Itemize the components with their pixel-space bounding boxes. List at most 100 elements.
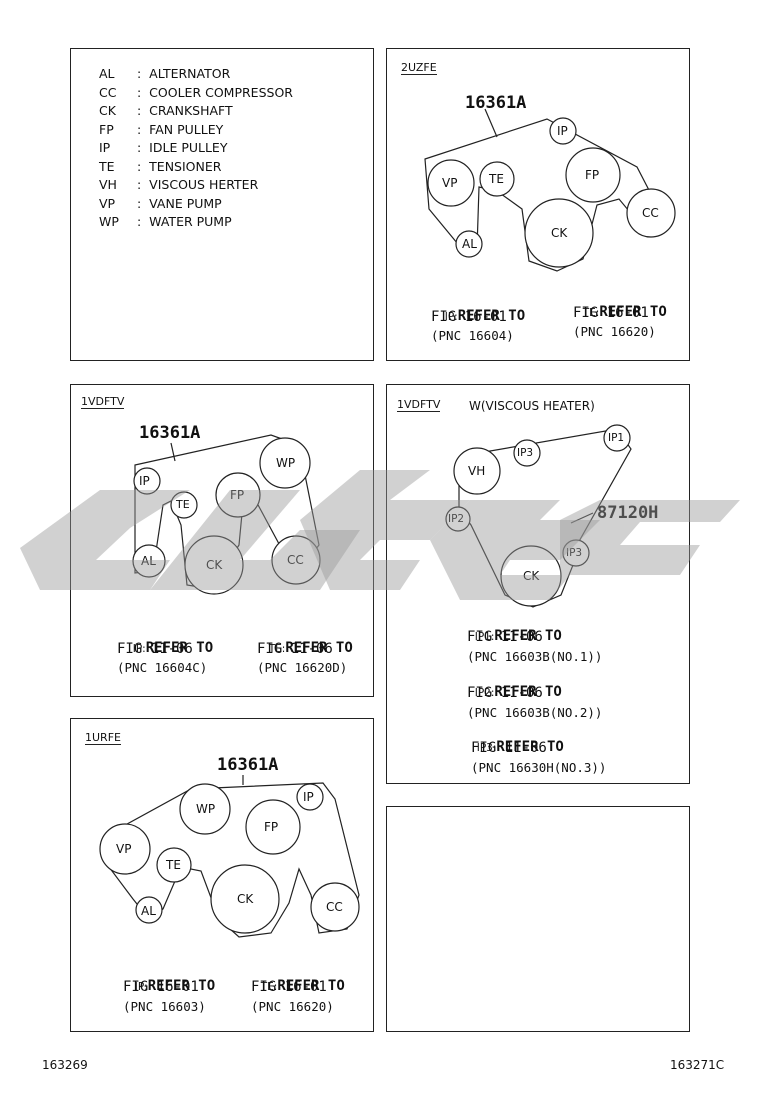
pulley-label: CC <box>326 900 343 914</box>
panel-1vdftv-b: 1VDFTV W(VISCOUS HEATER) VH IP3 IP1 IP2 … <box>386 384 690 784</box>
pulley-vp <box>99 823 151 875</box>
panel-subtitle: W(VISCOUS HEATER) <box>469 399 595 413</box>
pulley-ip <box>296 783 324 811</box>
reference-pnc: (PNC 16603B(NO.2)) <box>467 705 603 720</box>
pulley-label: IP <box>557 124 568 138</box>
engine-tag: 1VDFTV <box>81 395 125 409</box>
reference-pnc: (PNC 16604) <box>431 328 514 343</box>
panel-1vdftv-a: 1VDFTV IP TE AL CK FP WP CC 16361A IP:RE… <box>70 384 374 697</box>
pulley-ck <box>184 535 244 595</box>
pulley-label: FP <box>264 820 279 834</box>
pulley-label: WP <box>196 802 216 816</box>
pulley-label: FP <box>230 488 245 502</box>
pulley-wp <box>179 783 231 835</box>
reference-note: IP1:REFER TO <box>474 628 562 644</box>
reference-pnc: (PNC 16603B(NO.1)) <box>467 649 603 664</box>
reference-pnc: (PNC 16620) <box>251 999 334 1014</box>
pulley-ck <box>500 545 562 607</box>
pulley-label: IP <box>303 790 314 804</box>
pulley-cc <box>271 535 321 585</box>
legend-item: IP: IDLE PULLEY <box>99 140 228 155</box>
engine-tag: 1VDFTV <box>397 398 441 412</box>
pulley-ip3b <box>562 539 590 567</box>
belt-diagram-viscous <box>445 424 632 608</box>
reference-pnc: (PNC 16620D) <box>257 660 348 675</box>
reference-note: TE:REFER TO <box>260 978 345 994</box>
belt-path <box>134 434 320 590</box>
legend-item: CK: CRANKSHAFT <box>99 103 233 118</box>
pulley-label: IP <box>139 474 150 488</box>
pulley-label: AL <box>462 237 477 251</box>
pulley-label: AL <box>141 904 156 918</box>
pulley-al <box>135 896 163 924</box>
reference-note: IP:REFER TO <box>444 308 526 324</box>
pulley-label: CC <box>642 206 659 220</box>
panel-2uzfe: 2UZFE IP VP TE FP CC AL CK 16361A IP:REF… <box>386 48 690 361</box>
legend-item: VP: VANE PUMP <box>99 195 222 211</box>
pulley-cc <box>626 188 676 238</box>
pulley-te <box>479 161 515 197</box>
pulley-label: TE <box>176 498 190 511</box>
legend-item: FP: FAN PULLEY <box>99 121 224 137</box>
pulley-ip <box>133 467 161 495</box>
pulley-label: AL <box>141 554 156 568</box>
belt-diagram-2uzfe <box>424 108 676 272</box>
pulley-te <box>170 491 198 519</box>
leader-line <box>484 108 498 138</box>
pulley-wp <box>259 437 311 489</box>
reference-pnc: (PNC 16620) <box>573 324 656 339</box>
part-number: 16361A <box>465 93 527 113</box>
reference-fig: FIG 11-06 <box>117 641 193 657</box>
pulley-ip <box>549 117 577 145</box>
pulley-ip2 <box>445 506 471 532</box>
legend-item: WP: WATER PUMP <box>99 214 232 229</box>
reference-pnc: (PNC 16604C) <box>117 660 208 675</box>
pulley-label: IP1 <box>608 432 625 444</box>
reference-note: IP3:REFER TO <box>476 739 564 755</box>
reference-fig: FIG 16-01 <box>573 305 649 321</box>
pulley-label: TE <box>489 172 504 186</box>
legend-item: VH: VISCOUS HERTER <box>99 177 259 192</box>
engine-tag: 1URFE <box>85 731 121 745</box>
part-number: 16361A <box>217 755 279 775</box>
reference-fig: FIG 16-01 <box>251 979 327 995</box>
pulley-al <box>455 230 483 258</box>
reference-fig: FIG 11-06 <box>467 629 543 645</box>
pulley-fp <box>245 799 301 855</box>
pulley-vp <box>427 159 475 207</box>
pulley-fp <box>565 147 621 203</box>
pulley-al <box>132 544 166 578</box>
reference-pnc: (PNC 16603) <box>123 999 206 1014</box>
footer-code-right: 163271C <box>670 1058 725 1072</box>
reference-note: TE:REFER TO <box>582 304 667 320</box>
reference-fig: FIG 11-06 <box>257 641 333 657</box>
pulley-ip1 <box>603 424 631 452</box>
part-number: 16361A <box>139 423 201 443</box>
pulley-label: CC <box>287 553 304 567</box>
pulley-label: VH <box>468 464 486 478</box>
legend-item: TE: TENSIONER <box>99 158 222 174</box>
pulley-ck <box>524 198 594 268</box>
reference-fig: FIG 11-06 <box>467 685 543 701</box>
pulley-cc <box>310 882 360 932</box>
panel-empty <box>386 806 690 1032</box>
pulley-label: CK <box>206 558 223 572</box>
pulley-te <box>156 847 192 883</box>
pulley-label: IP2 <box>448 513 465 525</box>
pulley-label: CK <box>551 226 568 240</box>
belt-diagram-1urfe <box>99 775 360 938</box>
reference-fig: FIG 11-06 <box>471 740 547 756</box>
pulley-vh <box>453 447 501 495</box>
pulley-label: VP <box>442 176 458 190</box>
pulley-ck <box>210 864 280 934</box>
pulley-label: IP3 <box>517 447 534 459</box>
reference-fig: FIG 16-01 <box>123 979 199 995</box>
pulley-label: FP <box>585 168 600 182</box>
legend-panel: AL: ALTERNATOR CC: COOLER COMPRESSOR CK:… <box>70 48 374 361</box>
part-number: 87120H <box>597 503 659 523</box>
pulley-label: TE <box>166 858 181 872</box>
leader-line <box>170 442 176 462</box>
pulley-ip3 <box>513 439 541 467</box>
legend-item: CC: COOLER COMPRESSOR <box>99 84 293 100</box>
pulley-label: WP <box>276 456 296 470</box>
